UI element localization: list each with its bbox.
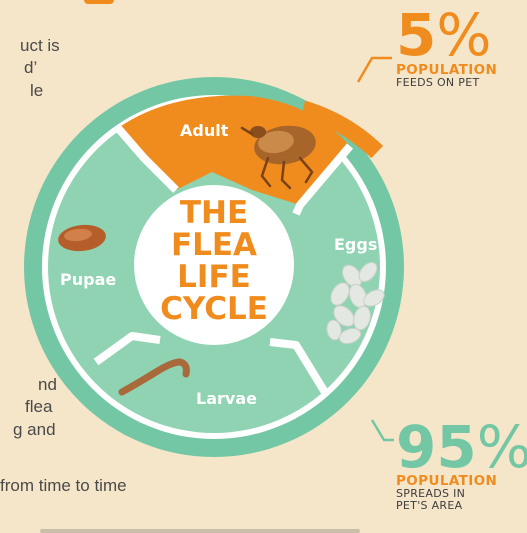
title-fragment [84,0,114,4]
separator-larvae-pupae [93,332,161,366]
pet-percentage-sign: % [436,1,492,69]
pet-stat-leader [356,56,392,83]
pet-percentage: 5% [396,6,524,64]
body-text-line: g and [13,420,56,439]
stage-label-eggs: Eggs [334,235,377,254]
body-text-line: uct is [20,36,60,55]
area-stat-subtext-line: PET'S AREA [396,499,463,512]
adult-segment [118,95,350,205]
area-population-stat: 95% POPULATION SPREADS IN PET'S AREA [396,418,527,512]
area-stat-subtext-line: SPREADS IN [396,487,466,500]
body-text-line: flea [25,397,53,416]
pet-percentage-number: 5 [396,1,437,69]
cropped-text-line [40,522,360,533]
center-circle [134,185,294,345]
pet-share-arc [301,100,384,159]
area-percentage-number: 95 [396,413,477,481]
center-title-line: LIFE [177,259,251,295]
area-stat-leader [370,419,394,442]
stage-label-larvae: Larvae [196,389,257,408]
body-text-line: from time to time [0,476,127,495]
area-percentage-sign: % [476,413,527,481]
segment-separators [93,125,354,397]
stage-label-adult: Adult [180,121,229,140]
body-text-line: d’ [24,58,38,77]
adult-flea-image [240,125,316,190]
area-percentage: 95% [396,418,527,476]
pupa-image [58,224,106,252]
separator-adult-pupae [114,125,179,193]
center-title-line: CYCLE [160,291,268,327]
separator-eggs-larvae [269,338,330,397]
center-title-line: FLEA [171,227,257,263]
separator-adult-eggs [292,143,354,216]
center-title-line: THE [180,195,248,231]
area-stat-label: POPULATION [396,473,498,489]
pet-stat-label: POPULATION [396,62,498,78]
pet-stat-subtext: FEEDS ON PET [396,76,480,89]
body-text-line: le [30,81,44,100]
body-text-line: nd [38,375,57,394]
larva-image [118,358,190,396]
eggs-image [326,261,385,345]
stage-label-pupae: Pupae [60,270,116,289]
pet-population-stat: 5% POPULATION FEEDS ON PET [396,6,524,89]
center-title: THE FLEA LIFE CYCLE [160,195,268,327]
